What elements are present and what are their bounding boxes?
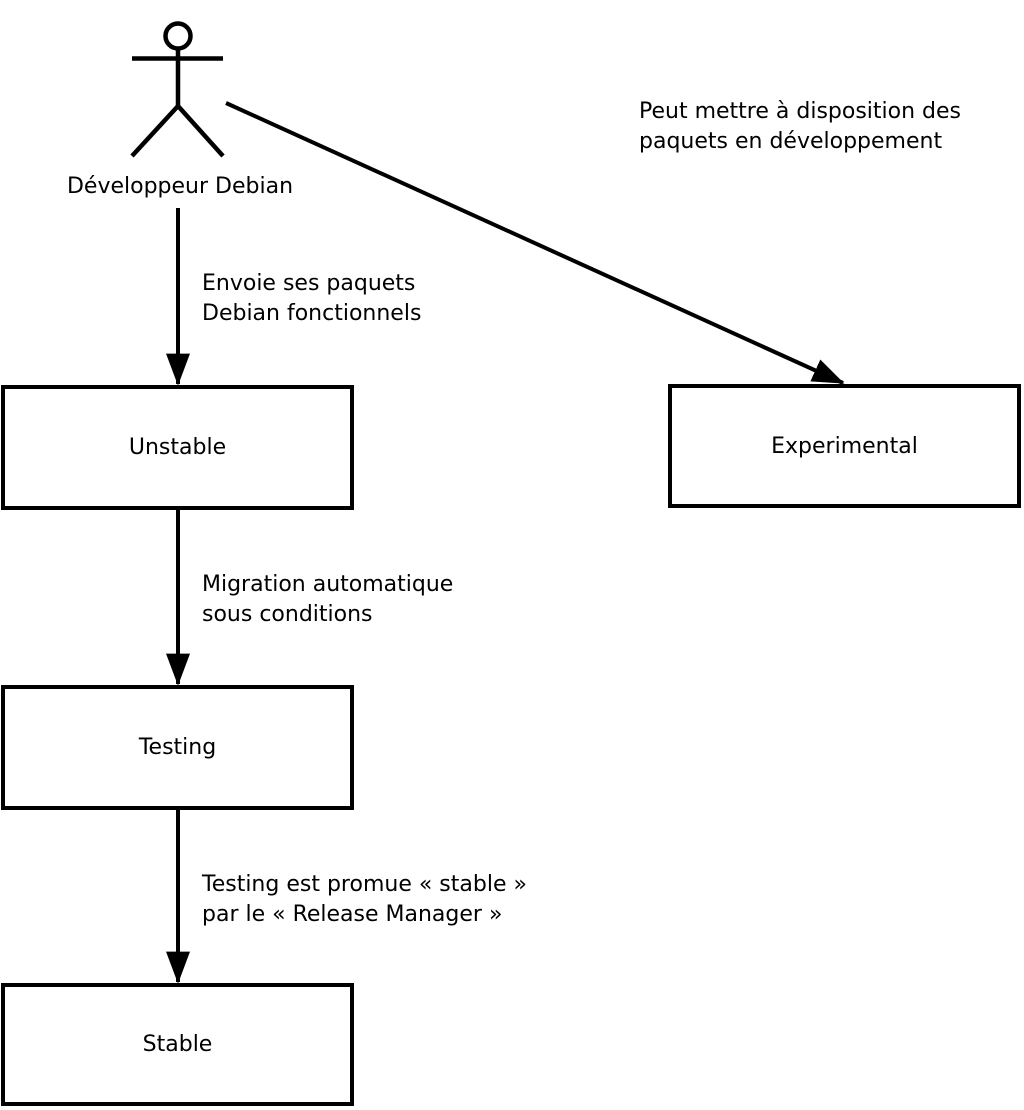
edge-label-line: Testing est promue « stable »: [202, 872, 527, 897]
edge-label-line: Envoie ses paquets: [202, 271, 416, 296]
node-label: Unstable: [128, 435, 227, 460]
edge-label-line: paquets en développement: [639, 129, 943, 154]
actor-label: Développeur Debian: [66, 174, 294, 199]
edge-label-unstable-to-testing: Migration automatique sous conditions: [202, 570, 453, 630]
edge-label-line: par le « Release Manager »: [202, 902, 503, 927]
node-label: Experimental: [771, 433, 918, 459]
edge-label-line: Migration automatique: [202, 572, 454, 597]
actor-leg-right: [176, 104, 225, 158]
node-stable: Stable: [1, 983, 354, 1106]
node-testing: Testing: [1, 685, 354, 810]
edge-label-developer-to-unstable: Envoie ses paquets Debian fonctionnels: [202, 269, 421, 329]
actor-head: [163, 21, 193, 51]
node-label: Stable: [142, 1032, 213, 1057]
edge-label-line: sous conditions: [202, 602, 373, 627]
edge-label-line: Debian fonctionnels: [202, 301, 422, 326]
arrow-developer-to-experimental: [225, 101, 845, 385]
actor-stick-figure-icon: [130, 21, 225, 158]
actor-leg-left: [130, 104, 180, 158]
node-label: Testing: [138, 735, 217, 760]
node-unstable: Unstable: [1, 385, 354, 510]
node-experimental: Experimental: [668, 384, 1021, 508]
edge-label-testing-to-stable: Testing est promue « stable » par le « R…: [202, 870, 527, 930]
edge-label-line: Peut mettre à disposition des: [639, 99, 961, 124]
edge-label-developer-to-experimental: Peut mettre à disposition des paquets en…: [639, 97, 961, 157]
